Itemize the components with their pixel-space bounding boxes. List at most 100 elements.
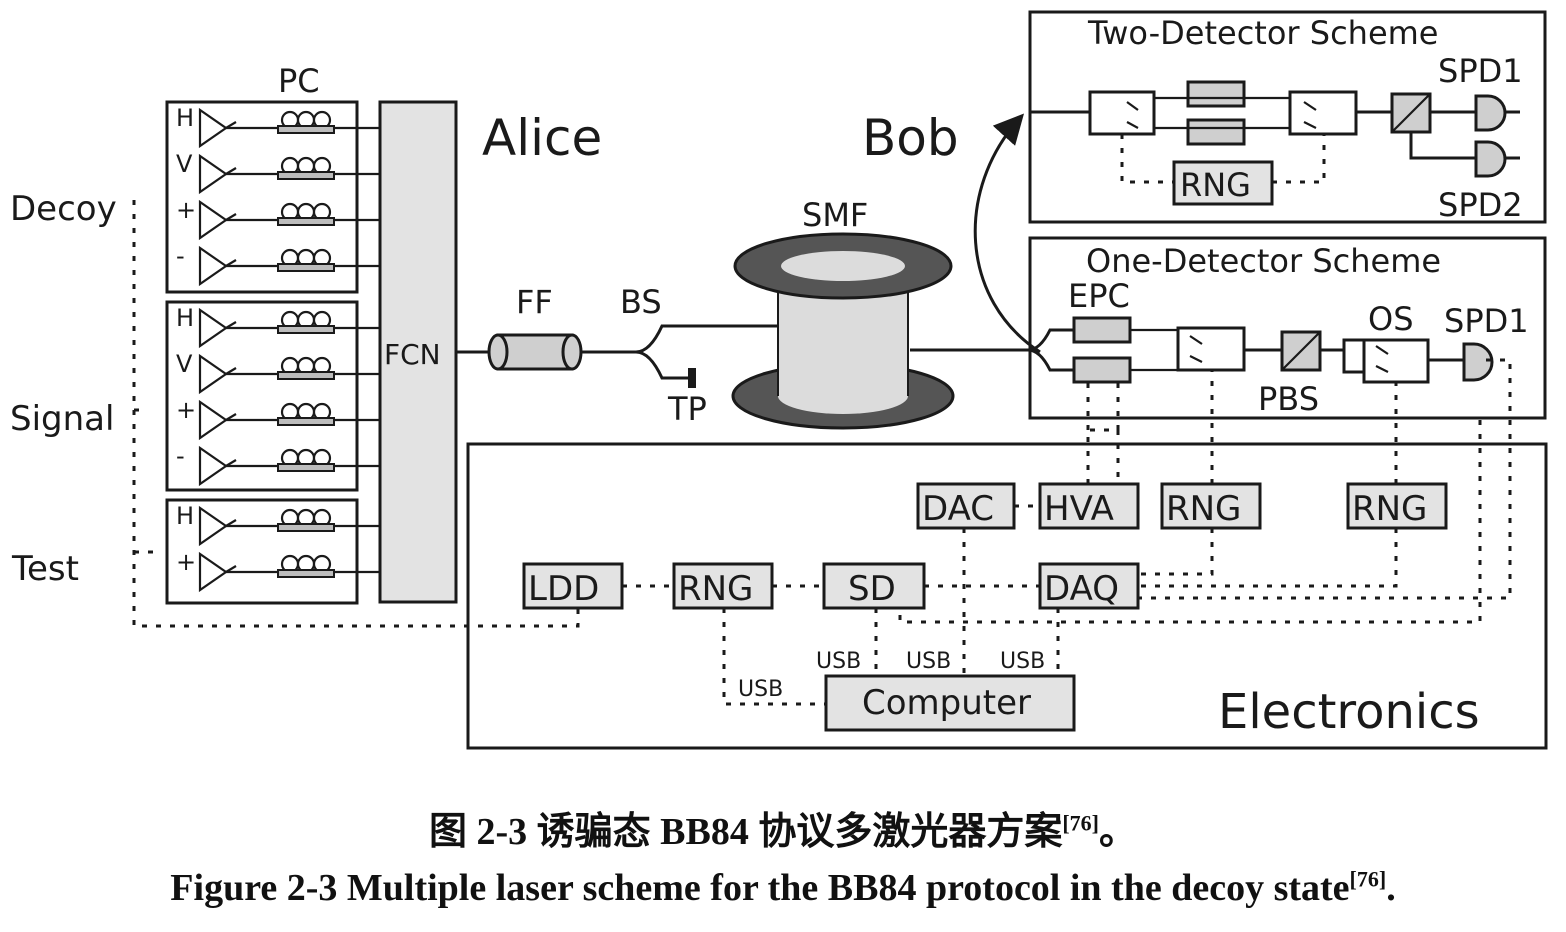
caption-en-ref: [76]: [1349, 866, 1387, 892]
polarization-controller-base: [277, 417, 335, 426]
polarization-controller-base: [277, 325, 335, 334]
test-laser-group: [165, 498, 359, 605]
epc-label: EPC: [1068, 277, 1130, 315]
ldd-box: [522, 562, 624, 610]
laser-diode-icon: [198, 505, 228, 547]
laser-polarization-label: V: [176, 350, 193, 378]
laser-polarization-label: H: [176, 502, 194, 530]
two-detector-scheme-title: Two-Detector Scheme: [1087, 14, 1438, 52]
two-det-pbs-diag: [1391, 93, 1431, 133]
usb-dac-label: USB: [906, 649, 951, 674]
hva-box: [1038, 482, 1140, 530]
laser-diode-icon: [198, 445, 228, 487]
rng-hva-box: [1160, 482, 1262, 530]
spd2-detector: [1474, 140, 1507, 178]
polarization-controller-base: [277, 125, 335, 134]
ldd-label: LDD: [528, 569, 599, 609]
laser-polarization-label: +: [176, 396, 196, 424]
optical-switch: [1362, 338, 1430, 384]
sd-box: [822, 562, 926, 610]
decoy-laser-group: [165, 100, 359, 294]
spd1-bottom-label: SPD1: [1444, 302, 1529, 340]
rng-os-to-daq-line: [1138, 528, 1398, 588]
one-detector-scheme-title: One-Detector Scheme: [1086, 242, 1441, 280]
one-det-switch: [1176, 326, 1246, 372]
polarization-controller-base: [277, 263, 335, 272]
smf-label: SMF: [802, 196, 868, 234]
spd1-bottom-detector: [1462, 342, 1494, 382]
caption-en-text: Figure 2-3 Multiple laser scheme for the…: [170, 867, 1350, 909]
caption-en-suffix: .: [1386, 867, 1396, 909]
spd1-top-label: SPD1: [1438, 52, 1523, 90]
one-det-switch-marks: [1189, 335, 1203, 363]
laser-polarization-label: V: [176, 150, 193, 178]
sd-label: SD: [848, 569, 896, 609]
caption-cn-suffix: 。: [1099, 811, 1138, 853]
polarization-controller-base: [277, 569, 335, 578]
laser-diode-icon: [198, 353, 228, 395]
tp-label: TP: [667, 390, 707, 428]
rng-two-detector-control-lines: [1120, 134, 1326, 184]
laser-diode-icon: [198, 107, 228, 149]
signal-laser-group: [165, 300, 359, 492]
smf-spool: [731, 232, 955, 430]
rng-to-daq-line: [1138, 528, 1214, 576]
laser-diode-icon: [198, 245, 228, 287]
rng-ldd-box: [672, 562, 774, 610]
fcn-label: FCN: [384, 338, 441, 371]
one-det-input-split: [1027, 328, 1074, 372]
laser-array: HV+-HV+-H+: [176, 104, 380, 593]
decoy-to-ldd-control: [132, 200, 580, 628]
pbs-to-os-fibers: [1320, 338, 1364, 374]
qkd-setup-diagram: Decoy Signal Test PC HV+-HV+-H+ FCN Alic…: [10, 10, 1548, 750]
optical-switch-marks: [1375, 345, 1389, 373]
spd-trigger-line: [898, 420, 1482, 624]
rng-os-label: RNG: [1352, 489, 1427, 529]
usb-sd-label: USB: [816, 649, 861, 674]
two-det-arm-fibers: [1154, 96, 1290, 130]
laser-diode-icon: [198, 307, 228, 349]
epc-modulator-1: [1072, 316, 1132, 344]
two-det-modulator-1: [1186, 80, 1246, 108]
bs-label: BS: [620, 283, 662, 321]
dac-box: [916, 482, 1016, 530]
bs-tap-arm: [635, 350, 690, 380]
laser-polarization-label: -: [176, 442, 185, 470]
test-label: Test: [11, 549, 79, 589]
ff-label: FF: [516, 283, 553, 321]
polarization-controller-base: [277, 171, 335, 180]
group-tick-lines: [134, 408, 160, 554]
laser-diode-icon: [198, 199, 228, 241]
two-det-switch-1: [1088, 90, 1156, 136]
pbs-diag: [1281, 331, 1321, 371]
one-detector-scheme-box: [1028, 236, 1547, 420]
laser-diode-icon: [198, 399, 228, 441]
rng-usb-line: [722, 608, 826, 706]
daq-label: DAQ: [1044, 569, 1119, 609]
tp-terminator: [688, 368, 696, 388]
epc-output-fibers: [1130, 328, 1178, 372]
two-det-pbs-outputs: [1409, 110, 1476, 160]
laser-polarization-label: H: [176, 104, 194, 132]
fcn-box: [378, 100, 458, 604]
caption-cn-ref: [76]: [1062, 810, 1099, 836]
two-detector-scheme-box: [1028, 10, 1547, 224]
polarization-controller-base: [277, 463, 335, 472]
pbs-label: PBS: [1258, 380, 1319, 418]
os-label: OS: [1368, 300, 1414, 338]
pc-label: PC: [278, 62, 320, 100]
caption-english: Figure 2-3 Multiple laser scheme for the…: [0, 866, 1566, 910]
two-det-switch-marks: [1126, 101, 1317, 129]
two-det-modulator-2: [1186, 118, 1246, 146]
laser-polarization-label: -: [176, 242, 185, 270]
alice-label: Alice: [482, 109, 602, 167]
spd2-label: SPD2: [1438, 186, 1523, 224]
polarization-controller-base: [277, 217, 335, 226]
dac-label: DAC: [922, 489, 994, 529]
polarization-controller-base: [277, 371, 335, 380]
usb-rng-label: USB: [738, 677, 783, 702]
signal-label: Signal: [10, 399, 114, 439]
hva-to-epc-lines: [1086, 382, 1120, 484]
computer-label: Computer: [862, 683, 1031, 723]
faraday-filter: [487, 333, 583, 371]
